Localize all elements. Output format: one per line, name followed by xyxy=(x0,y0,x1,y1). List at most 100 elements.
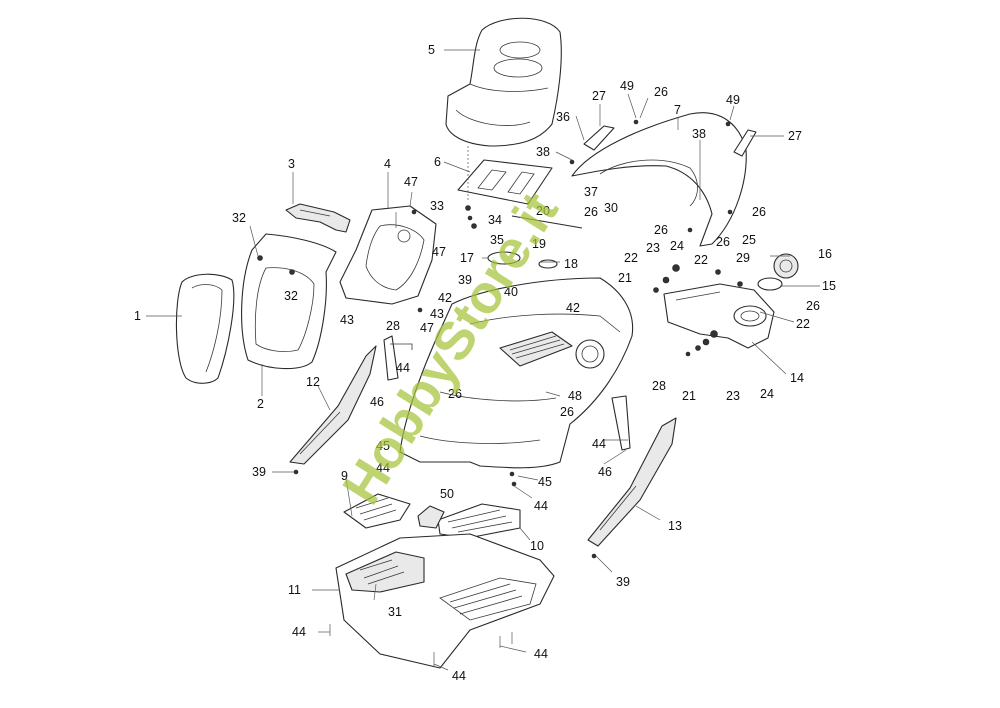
leader-lines xyxy=(146,49,820,671)
callout-19: 19 xyxy=(532,237,546,251)
callout-44e: 44 xyxy=(292,625,306,639)
part-pedal-cover xyxy=(417,505,445,529)
callout-29: 29 xyxy=(736,251,750,265)
callout-6: 6 xyxy=(434,155,441,169)
callout-23b: 23 xyxy=(726,389,740,403)
callout-50: 50 xyxy=(440,487,454,501)
part-filler-ring xyxy=(757,277,783,291)
callout-44d: 44 xyxy=(592,437,606,451)
part-front-cover xyxy=(175,273,235,384)
callout-45b: 45 xyxy=(538,475,552,489)
callout-16: 16 xyxy=(818,247,832,261)
callout-26h: 26 xyxy=(560,405,574,419)
callout-32a: 32 xyxy=(232,211,246,225)
callout-43b: 43 xyxy=(430,307,444,321)
callout-39b: 39 xyxy=(252,465,266,479)
callout-30: 30 xyxy=(604,201,618,215)
callout-47b: 47 xyxy=(432,245,446,259)
callout-28b: 28 xyxy=(652,379,666,393)
part-seat-plate xyxy=(457,159,553,205)
callout-26b: 26 xyxy=(584,205,598,219)
callout-38b: 38 xyxy=(692,127,706,141)
part-fuel-tank xyxy=(663,283,775,349)
callout-26f: 26 xyxy=(806,299,820,313)
callout-12: 12 xyxy=(306,375,320,389)
callout-23a: 23 xyxy=(646,241,660,255)
part-top-bracket xyxy=(285,203,351,233)
callout-18: 18 xyxy=(564,257,578,271)
callout-31: 31 xyxy=(388,605,402,619)
callout-26c: 26 xyxy=(752,205,766,219)
callout-47a: 47 xyxy=(404,175,418,189)
callout-11: 11 xyxy=(288,583,301,597)
part-step-plate xyxy=(343,493,411,529)
part-fuel-cap xyxy=(773,253,799,279)
part-left-skirt xyxy=(289,345,377,465)
part-dash-panel xyxy=(339,205,437,305)
hardware-fasteners xyxy=(257,119,743,666)
part-bracket-right xyxy=(611,395,631,451)
part-rear-hood xyxy=(571,112,747,247)
callout-26g: 26 xyxy=(448,387,462,401)
part-cap-18 xyxy=(538,259,558,269)
callout-1: 1 xyxy=(134,309,141,323)
callout-labels: 1 2 3 4 5 6 7 9 10 11 12 13 14 15 16 17 … xyxy=(134,43,836,683)
callout-22c: 22 xyxy=(796,317,810,331)
callout-2: 2 xyxy=(257,397,264,411)
callout-20: 20 xyxy=(536,204,550,218)
callout-26a: 26 xyxy=(654,85,668,99)
callout-38a: 38 xyxy=(536,145,550,159)
callout-42a: 42 xyxy=(438,291,452,305)
part-front-frame xyxy=(241,233,337,370)
callout-15: 15 xyxy=(822,279,836,293)
callout-5: 5 xyxy=(428,43,435,57)
callout-40: 40 xyxy=(504,285,518,299)
callout-44f: 44 xyxy=(534,647,548,661)
callout-3: 3 xyxy=(288,157,295,171)
callout-10: 10 xyxy=(530,539,544,553)
callout-42b: 42 xyxy=(566,301,580,315)
callout-43a: 43 xyxy=(340,313,354,327)
part-seat xyxy=(445,17,562,147)
callout-7: 7 xyxy=(674,103,681,117)
callout-21b: 21 xyxy=(682,389,696,403)
part-foot-mat xyxy=(437,503,521,539)
callout-34: 34 xyxy=(488,213,502,227)
part-rod xyxy=(511,215,583,229)
part-floor-pan xyxy=(335,533,555,669)
callout-22b: 22 xyxy=(694,253,708,267)
callout-49b: 49 xyxy=(726,93,740,107)
callout-46a: 46 xyxy=(370,395,384,409)
callout-24a: 24 xyxy=(670,239,684,253)
callout-46b: 46 xyxy=(598,465,612,479)
part-right-skirt xyxy=(587,417,677,547)
callout-39a: 39 xyxy=(458,273,472,287)
part-bracket-left xyxy=(383,335,413,381)
callout-24b: 24 xyxy=(760,387,774,401)
callout-45a: 45 xyxy=(376,439,390,453)
callout-36: 36 xyxy=(556,110,570,124)
callout-44g: 44 xyxy=(452,669,466,683)
callout-49a: 49 xyxy=(620,79,634,93)
callout-48: 48 xyxy=(568,389,582,403)
callout-4: 4 xyxy=(384,157,391,171)
callout-25: 25 xyxy=(742,233,756,247)
callout-17: 17 xyxy=(460,251,474,265)
callout-44a: 44 xyxy=(396,361,410,375)
callout-21a: 21 xyxy=(618,271,632,285)
part-main-body xyxy=(399,277,634,469)
callout-27a: 27 xyxy=(592,89,606,103)
callout-14: 14 xyxy=(790,371,804,385)
callout-26e: 26 xyxy=(716,235,730,249)
callout-9: 9 xyxy=(341,469,348,483)
callout-28a: 28 xyxy=(386,319,400,333)
part-handle-left xyxy=(583,125,615,151)
callout-47c: 47 xyxy=(420,321,434,335)
callout-35: 35 xyxy=(490,233,504,247)
callout-13: 13 xyxy=(668,519,682,533)
callout-44c: 44 xyxy=(534,499,548,513)
callout-22a: 22 xyxy=(624,251,638,265)
callout-44b: 44 xyxy=(376,461,390,475)
callout-33: 33 xyxy=(430,199,444,213)
